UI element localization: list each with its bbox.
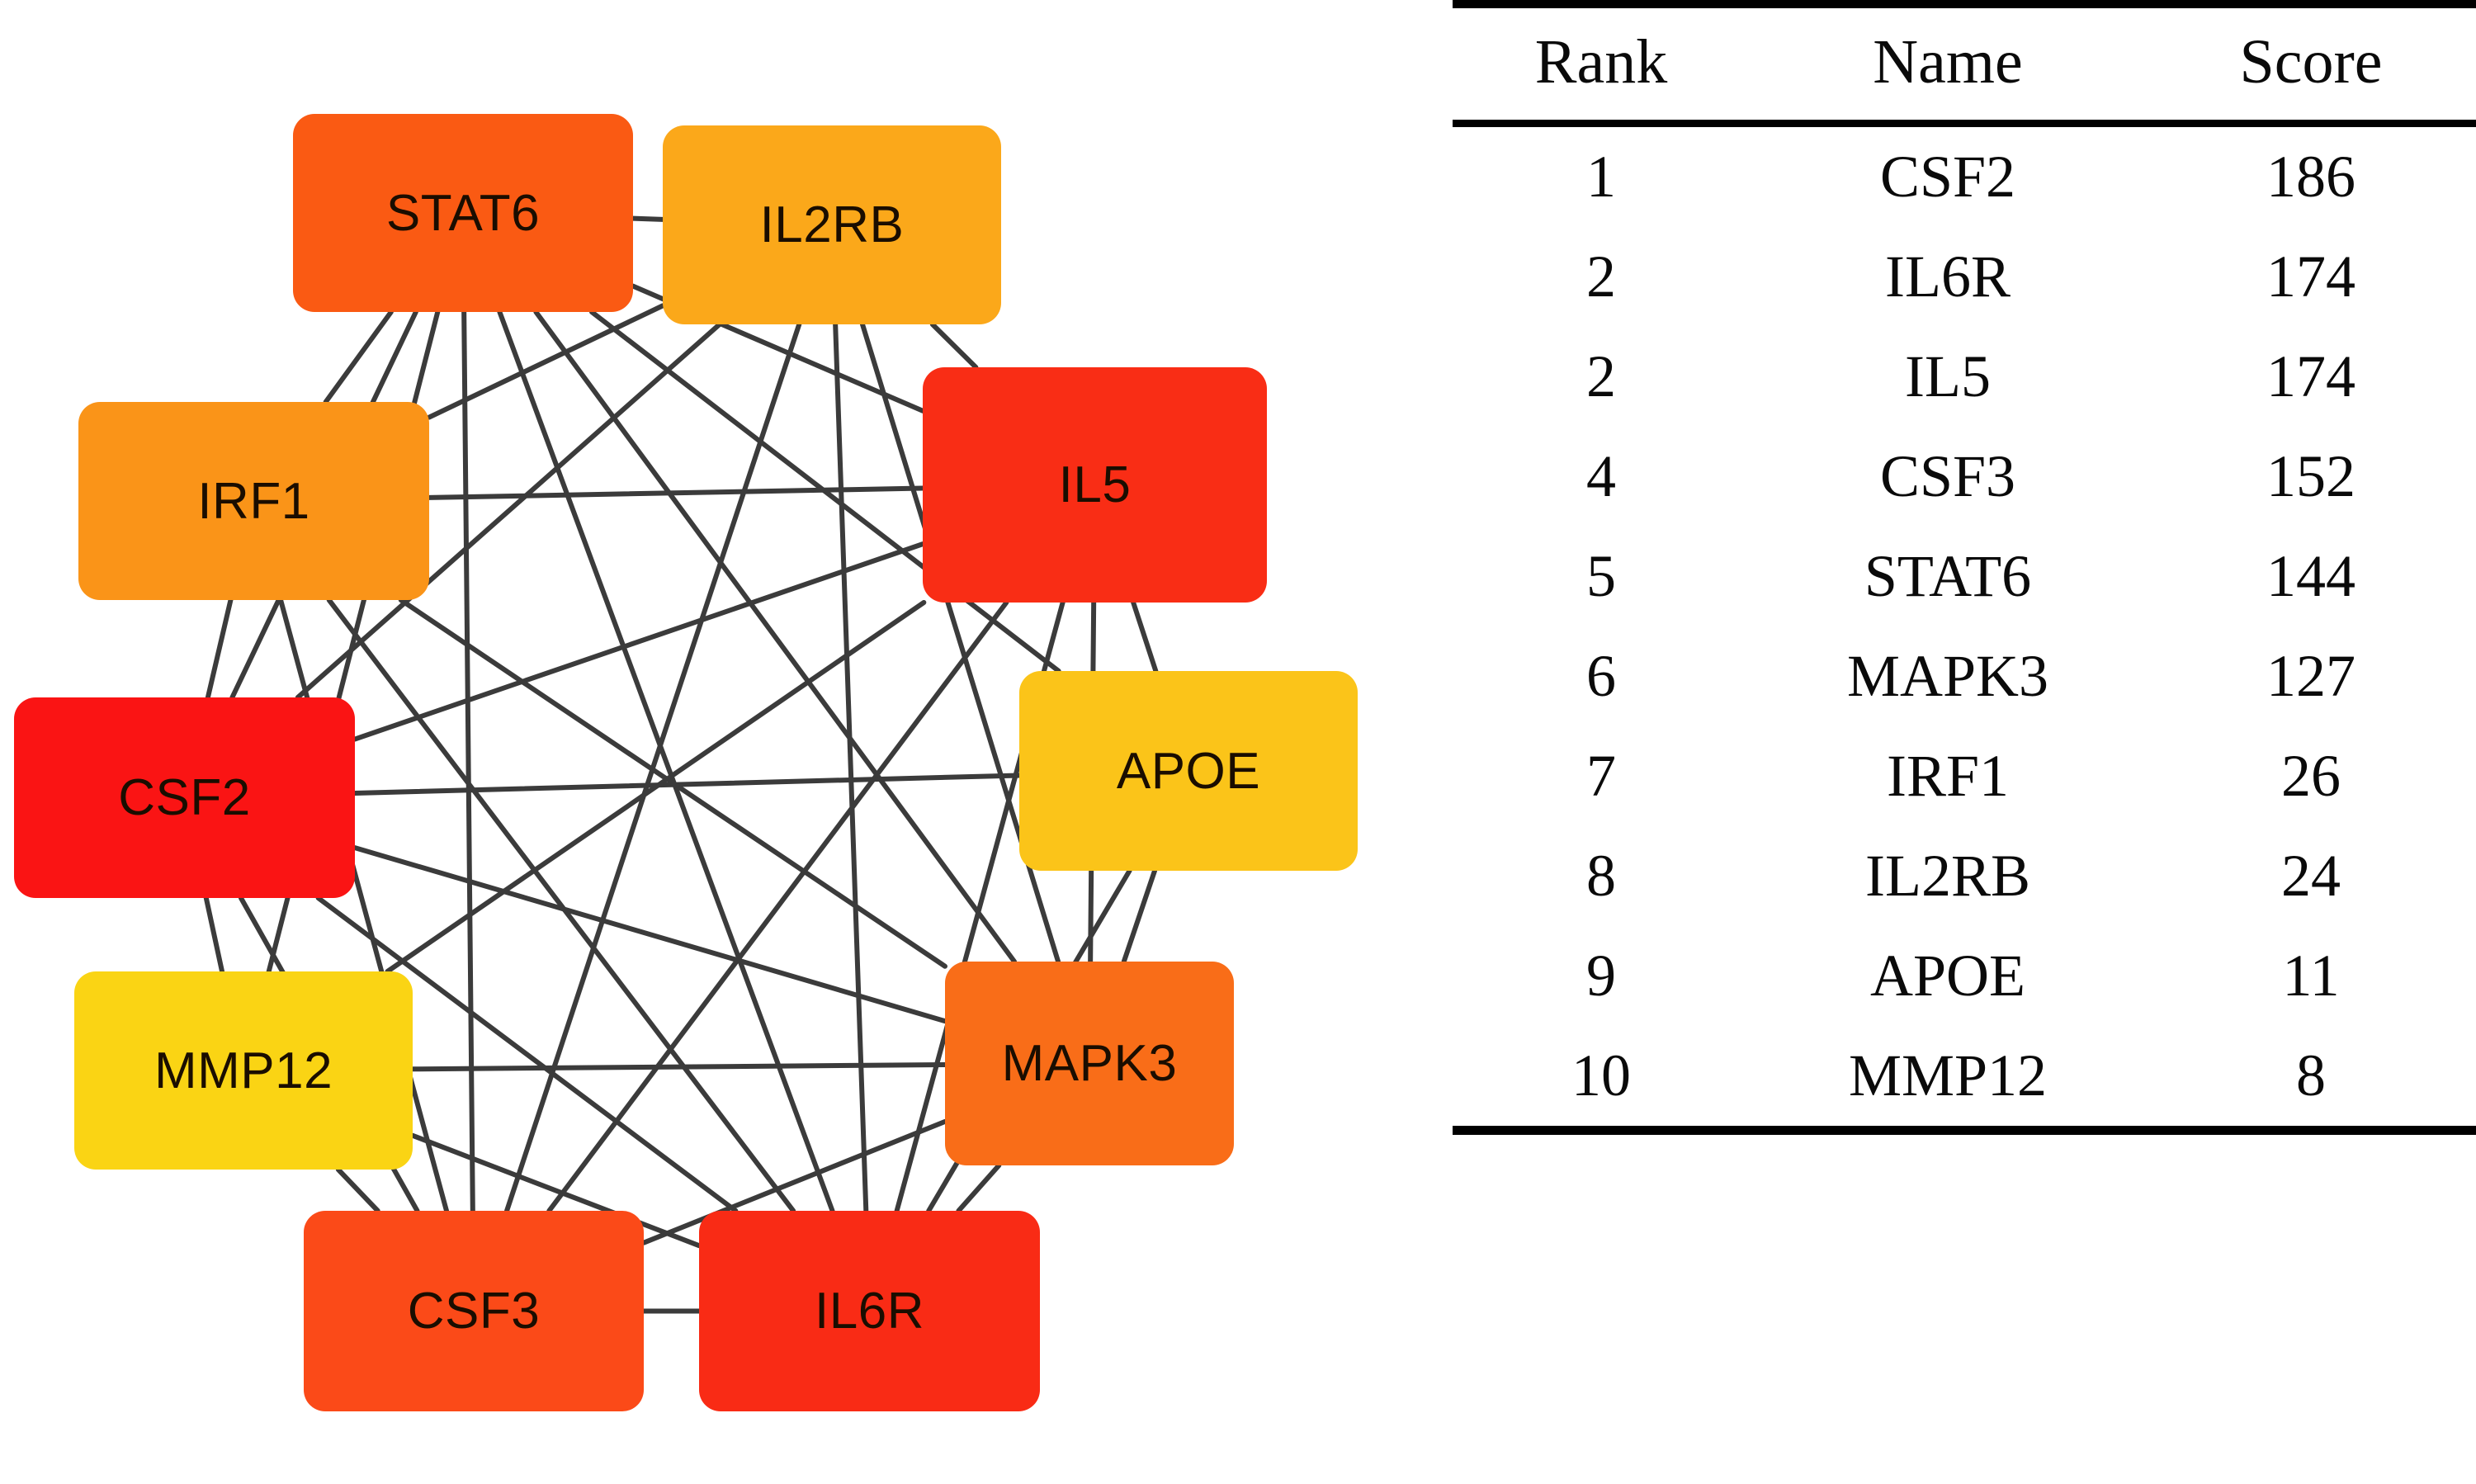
network-edge-stat6-il6r bbox=[497, 310, 835, 1213]
network-edge-mmp12-csf3 bbox=[335, 1167, 380, 1213]
cell-rank: 7 bbox=[1586, 743, 1616, 809]
network-node-csf3[interactable]: CSF3 bbox=[304, 1211, 644, 1411]
network-edge-stat6-irf1 bbox=[323, 310, 394, 404]
cell-name: IL5 bbox=[1905, 343, 1991, 409]
network-edge-mapk3-csf3 bbox=[641, 1118, 947, 1245]
table-row: 10 MMP12 8 bbox=[1453, 1026, 2476, 1131]
network-node-label: CSF3 bbox=[407, 1283, 541, 1340]
table-row: 5 STAT6 144 bbox=[1453, 527, 2476, 626]
network-edge-il5-apoe bbox=[1131, 600, 1159, 673]
network-node-stat6[interactable]: STAT6 bbox=[293, 114, 633, 312]
cell-score: 144 bbox=[2266, 543, 2356, 609]
table-row: 2 IL6R 174 bbox=[1453, 227, 2476, 327]
cell-score: 127 bbox=[2266, 643, 2356, 709]
cell-rank: 10 bbox=[1571, 1042, 1631, 1108]
network-edge-il2rb-irf1 bbox=[427, 303, 665, 420]
network-edge-stat6-mapk3 bbox=[533, 310, 1018, 964]
network-edge-mapk3-mmp12 bbox=[410, 1061, 947, 1072]
cell-score: 174 bbox=[2266, 343, 2356, 409]
cell-name: IL2RB bbox=[1864, 843, 2030, 909]
network-edge-mmp12-il6r bbox=[410, 1132, 702, 1249]
network-node-label: IL6R bbox=[815, 1283, 924, 1340]
network-edge-il5-csf3 bbox=[546, 600, 1009, 1213]
network-node-label: CSF2 bbox=[118, 769, 251, 826]
network-node-label: STAT6 bbox=[385, 184, 541, 242]
network-node-label: APOE bbox=[1116, 742, 1261, 800]
cell-name: APOE bbox=[1869, 943, 2025, 1009]
cell-name: IRF1 bbox=[1886, 743, 2010, 809]
network-node-mmp12[interactable]: MMP12 bbox=[74, 971, 413, 1170]
table-row: 7 IRF1 26 bbox=[1453, 726, 2476, 826]
network-node-il6r[interactable]: IL6R bbox=[699, 1211, 1040, 1411]
cell-rank: 1 bbox=[1586, 144, 1616, 210]
table-row: 2 IL5 174 bbox=[1453, 327, 2476, 427]
network-edges-layer bbox=[203, 215, 1159, 1314]
table-row: 1 CSF2 186 bbox=[1453, 124, 2476, 228]
cell-score: 8 bbox=[2296, 1042, 2326, 1108]
network-edge-csf2-mmp12 bbox=[203, 896, 225, 974]
network-edge-il2rb-il6r bbox=[833, 322, 869, 1213]
network-node-label: IL5 bbox=[1058, 456, 1132, 513]
cell-name: CSF2 bbox=[1879, 144, 2016, 210]
cell-rank: 8 bbox=[1586, 843, 1616, 909]
network-node-label: MAPK3 bbox=[1001, 1035, 1178, 1092]
network-edge-irf1-il6r bbox=[326, 598, 796, 1213]
column-header-rank: Rank bbox=[1534, 27, 1668, 97]
cell-score: 24 bbox=[2281, 843, 2341, 909]
cell-rank: 6 bbox=[1586, 643, 1616, 709]
network-node-apoe[interactable]: APOE bbox=[1019, 671, 1358, 871]
column-header-name: Name bbox=[1873, 27, 2023, 97]
network-node-irf1[interactable]: IRF1 bbox=[78, 402, 429, 600]
cell-name: MMP12 bbox=[1848, 1042, 2048, 1108]
network-edge-mapk3-il6r bbox=[956, 1163, 1002, 1213]
network-edge-il5-csf2 bbox=[352, 541, 925, 742]
network-edge-il2rb-csf2 bbox=[295, 322, 722, 700]
table-row: 8 IL2RB 24 bbox=[1453, 826, 2476, 926]
table-row: 6 MAPK3 127 bbox=[1453, 626, 2476, 726]
cell-rank: 2 bbox=[1586, 243, 1616, 310]
network-edge-apoe-mapk3 bbox=[1121, 868, 1158, 964]
network-edge-stat6-il2rb bbox=[631, 215, 665, 222]
table-header-row: Rank Name Score bbox=[1453, 4, 2476, 124]
network-edge-stat6-csf3 bbox=[461, 310, 475, 1213]
cell-rank: 2 bbox=[1586, 343, 1616, 409]
cell-name: STAT6 bbox=[1864, 543, 2032, 609]
network-edge-irf1-csf2 bbox=[205, 598, 234, 700]
cell-rank: 9 bbox=[1586, 943, 1616, 1009]
network-edge-il5-irf1 bbox=[427, 485, 925, 500]
table-row: 4 CSF3 152 bbox=[1453, 427, 2476, 527]
cell-rank: 5 bbox=[1586, 543, 1616, 609]
network-node-csf2[interactable]: CSF2 bbox=[14, 697, 355, 898]
cell-score: 26 bbox=[2281, 743, 2341, 809]
network-node-label: MMP12 bbox=[154, 1042, 333, 1099]
cell-rank: 4 bbox=[1586, 443, 1616, 509]
cell-score: 186 bbox=[2266, 144, 2356, 210]
cell-name: CSF3 bbox=[1879, 443, 2016, 509]
network-node-il2rb[interactable]: IL2RB bbox=[663, 125, 1001, 324]
column-header-score: Score bbox=[2239, 27, 2383, 97]
cell-name: MAPK3 bbox=[1846, 643, 2049, 709]
table-row: 9 APOE 11 bbox=[1453, 926, 2476, 1026]
network-node-label: IRF1 bbox=[197, 472, 310, 530]
network-edge-apoe-csf2 bbox=[352, 773, 1022, 796]
network-node-il5[interactable]: IL5 bbox=[923, 367, 1267, 603]
cell-score: 152 bbox=[2266, 443, 2356, 509]
network-node-mapk3[interactable]: MAPK3 bbox=[945, 962, 1234, 1165]
cell-score: 174 bbox=[2266, 243, 2356, 310]
network-edge-csf2-mapk3 bbox=[352, 845, 947, 1024]
network-node-label: IL2RB bbox=[759, 196, 905, 253]
cell-score: 11 bbox=[2282, 943, 2340, 1009]
network-edge-il2rb-il5 bbox=[929, 322, 979, 370]
cell-name: IL6R bbox=[1885, 243, 2011, 310]
network-edge-csf2-il6r bbox=[315, 896, 739, 1213]
